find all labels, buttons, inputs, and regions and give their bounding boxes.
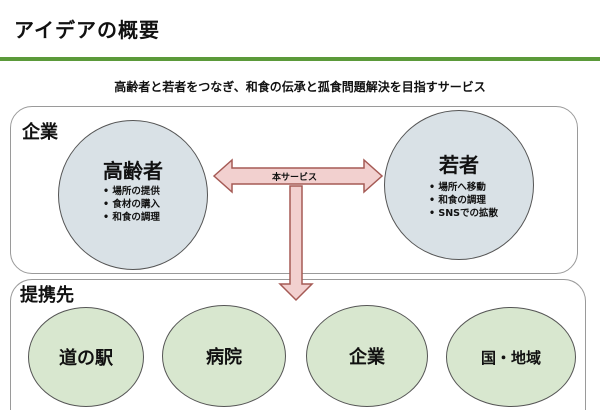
youth-role-list: 場所へ移動 和食の調理 SNSでの拡散	[429, 181, 498, 220]
elderly-role-list: 場所の提供 食材の購入 和食の調理	[103, 185, 160, 224]
title-divider	[0, 57, 600, 61]
partners-panel-label: 提携先	[20, 285, 74, 306]
partner-company: 企業	[306, 305, 428, 407]
partner-michi-no-eki: 道の駅	[28, 307, 144, 407]
down-arrow-icon	[278, 185, 314, 302]
service-arrow-label: 本サービス	[272, 173, 318, 183]
youth-name: 若者	[439, 153, 479, 177]
elderly-role-item: 食材の購入	[103, 198, 160, 211]
partner-hospital: 病院	[162, 305, 286, 407]
elderly-name: 高齢者	[103, 159, 163, 183]
elderly-role-item: 場所の提供	[103, 185, 160, 198]
company-panel-label: 企業	[22, 122, 58, 143]
slide-title: アイデアの概要	[14, 18, 160, 42]
slide-subtitle: 高齢者と若者をつなぎ、和食の伝承と孤食問題解決を目指すサービス	[114, 80, 486, 94]
elderly-role-item: 和食の調理	[103, 211, 160, 224]
youth-role-item: 場所へ移動	[429, 181, 498, 194]
bidirectional-arrow-icon	[212, 158, 384, 194]
youth-role-item: SNSでの拡散	[429, 207, 498, 220]
elderly-circle: 高齢者 場所の提供 食材の購入 和食の調理	[58, 120, 208, 270]
partner-country-region: 国・地域	[446, 307, 576, 407]
youth-role-item: 和食の調理	[429, 194, 498, 207]
youth-circle: 若者 場所へ移動 和食の調理 SNSでの拡散	[384, 110, 534, 260]
